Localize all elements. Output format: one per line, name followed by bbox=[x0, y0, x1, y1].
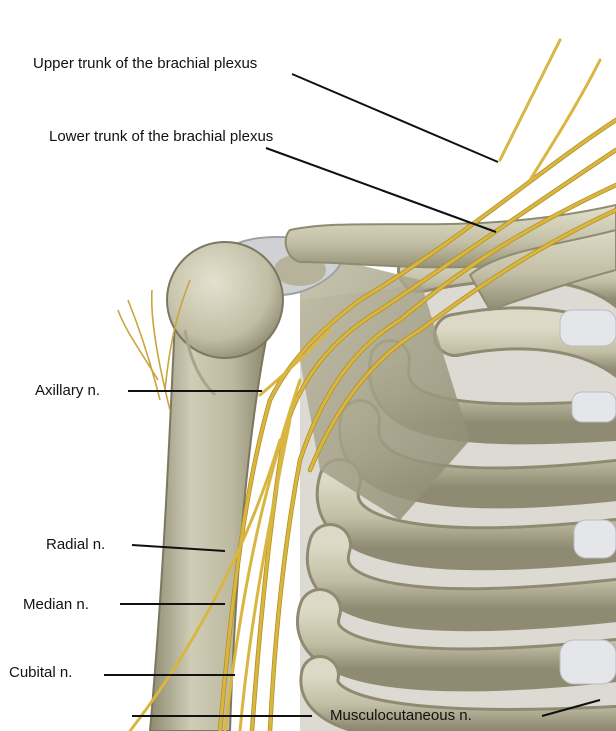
label-lower-trunk: Lower trunk of the brachial plexus bbox=[49, 128, 273, 145]
label-axillary-nerve: Axillary n. bbox=[35, 382, 100, 399]
label-radial-nerve: Radial n. bbox=[46, 536, 105, 553]
label-musculocutaneous-nerve: Musculocutaneous n. bbox=[330, 707, 472, 724]
leader-upper-trunk bbox=[292, 74, 498, 162]
label-median-nerve: Median n. bbox=[23, 596, 89, 613]
humerus bbox=[150, 242, 283, 731]
leader-lower-trunk bbox=[266, 148, 496, 232]
label-cubital-nerve: Cubital n. bbox=[9, 664, 72, 681]
label-upper-trunk: Upper trunk of the brachial plexus bbox=[33, 55, 257, 72]
